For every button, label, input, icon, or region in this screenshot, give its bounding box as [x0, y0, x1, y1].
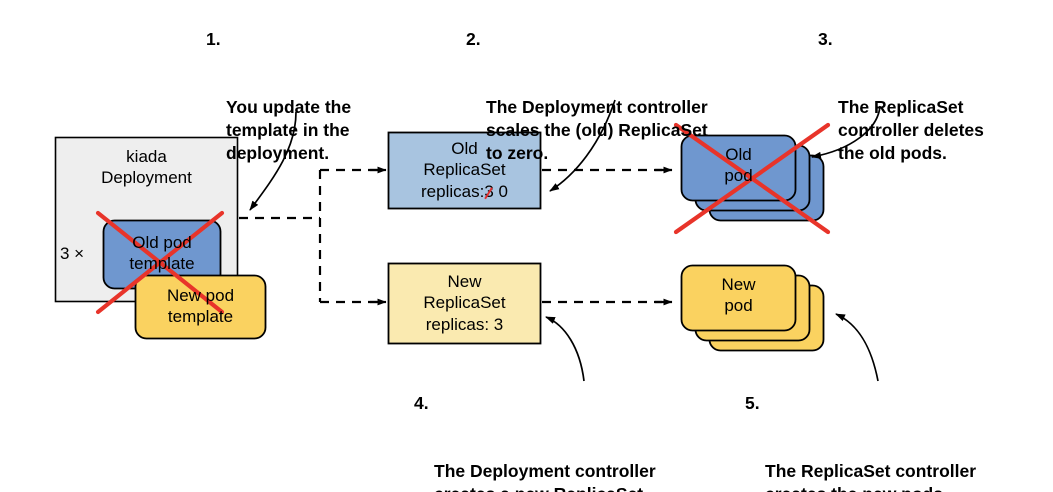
old-pod-template-label: Old pod template	[129, 233, 195, 274]
old-pod-template-cross-icon	[95, 210, 225, 315]
callout-1-leader	[249, 111, 297, 211]
callout-4-text: The Deployment controller creates a new …	[434, 461, 656, 492]
deployment-replica-count: 3 ×	[60, 244, 85, 263]
old-replicaset-box	[387, 131, 542, 210]
old-pod-stack-cross-icon	[673, 122, 831, 235]
deployment-title: kiada Deployment	[101, 147, 192, 188]
callout-1-text: You update the template in the deploymen…	[226, 97, 352, 163]
new-pod-stack	[680, 264, 825, 352]
callout-4-number: 4.	[414, 393, 429, 413]
callout-4: 4. The Deployment controller creates a n…	[414, 392, 694, 492]
callout-3: 3. The ReplicaSet controller deletes the…	[818, 28, 1038, 210]
callout-3-leader	[811, 105, 881, 159]
new-pod-template-box	[134, 274, 267, 340]
callout-1: 1. You update the template in the deploy…	[206, 28, 386, 210]
deployment-to-replicasets-arrowheads	[370, 166, 387, 306]
new-replicaset-name: New ReplicaSet	[423, 272, 506, 313]
callout-2-text: The Deployment controller scales the (ol…	[486, 97, 708, 163]
callout-1-number: 1.	[206, 29, 221, 49]
callout-4-leader	[545, 316, 585, 382]
callout-2: 2. The Deployment controller scales the …	[466, 28, 726, 210]
callout-5-number: 5.	[745, 393, 760, 413]
old-replicaset-name: Old ReplicaSet	[423, 139, 506, 180]
callout-2-leader	[549, 99, 616, 192]
deployment-to-replicasets-connector	[239, 168, 378, 304]
new-pod-template-label: New pod template	[166, 286, 235, 327]
callout-5: 5. The ReplicaSet controller creates the…	[745, 392, 1025, 492]
old-pod-label: Old pod	[724, 145, 753, 186]
callout-3-text: The ReplicaSet controller deletes the ol…	[838, 97, 984, 163]
callout-2-number: 2.	[466, 29, 481, 49]
callout-3-number: 3.	[818, 29, 833, 49]
new-replicaset-box	[387, 262, 542, 345]
old-replicaset-replicas-new-value: 0	[498, 182, 508, 201]
callout-5-text: The ReplicaSet controller creates the ne…	[765, 461, 977, 492]
new-replicaset-replicas: replicas: 3	[425, 315, 504, 334]
old-replicaset-replicas-old-value: 3	[484, 181, 493, 202]
new-pod-label: New pod	[721, 275, 756, 316]
old-replicaset-replicas: replicas:3 0	[389, 181, 540, 202]
callout-5-leader	[835, 313, 879, 382]
old-replicaset-replicas-label: replicas:	[421, 182, 485, 201]
